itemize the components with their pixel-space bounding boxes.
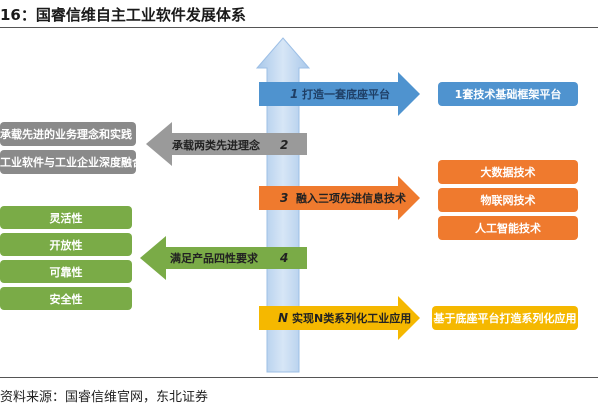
arrow-1 (259, 72, 420, 116)
technology-box-1: 大数据技术 (438, 160, 578, 184)
quality-box-1: 灵活性 (0, 206, 132, 229)
title-rule (0, 27, 598, 28)
technology-box-3: 人工智能技术 (438, 216, 578, 240)
arrow-2-label: 承载两类先进理念 (172, 138, 261, 152)
arrow-n (259, 296, 420, 340)
arrow-3 (259, 176, 420, 220)
arrow-n-num: N (278, 311, 288, 325)
arrow-4-label: 满足产品四性要求 (170, 251, 259, 265)
arrow-n-label: 实现N类系列化工业应用 (292, 311, 411, 325)
arrow-1-num: 1 (290, 87, 298, 101)
quality-box-2: 开放性 (0, 233, 132, 256)
arrow-4-num: 4 (279, 251, 288, 265)
technology-box-2: 物联网技术 (438, 188, 578, 212)
quality-box-4: 安全性 (0, 287, 132, 310)
application-box: 基于底座平台打造系列化应用 (432, 306, 578, 330)
arrow-3-num: 3 (280, 191, 288, 205)
figure-title: 16：国睿信维自主工业软件发展体系 (0, 6, 246, 24)
concept-box-1: 承载先进的业务理念和实践 (0, 122, 136, 146)
arrow-4 (140, 236, 307, 280)
arrow-2-num: 2 (280, 138, 288, 152)
platform-box: 1套技术基础框架平台 (438, 82, 578, 106)
quality-box-3: 可靠性 (0, 260, 132, 283)
arrow-2 (146, 122, 307, 166)
source-note: 资料来源：国睿信维官网，东北证券 (0, 390, 209, 405)
source-rule (0, 377, 598, 378)
arrow-3-label: 融入三项先进信息技术 (296, 191, 406, 205)
concept-box-2: 工业软件与工业企业深度融合 (0, 150, 143, 174)
arrow-1-label: 打造一套底座平台 (302, 87, 390, 101)
